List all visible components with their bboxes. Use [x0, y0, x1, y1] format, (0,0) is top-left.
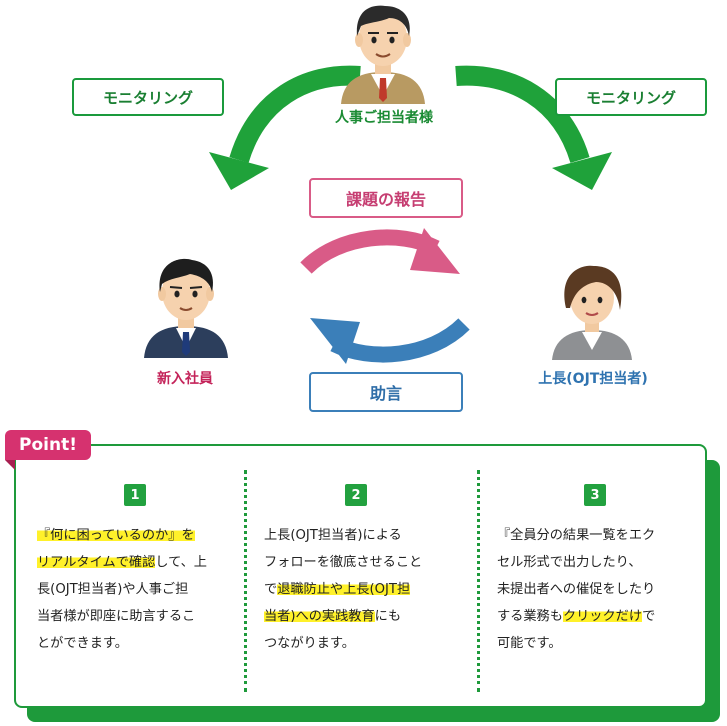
point-badge-tail [5, 460, 15, 470]
point-1-segment-3-2: 当者様が即座に助言するこ [37, 609, 196, 624]
advice-arrow [310, 318, 470, 364]
hr-manager-label: 人事ご担当者様 [335, 110, 433, 126]
point-1-segment-3-0: して、上 [155, 555, 207, 570]
point-text-1: 『何に困っているのか』をリアルタイムで確認して、上長(OJT担当者)や人事ご担当… [37, 522, 237, 657]
point-2-segment-3-0: 当者)への実践教育 [264, 609, 375, 624]
point-text-2: 上長(OJT担当者)によるフォローを徹底させることで退職防止や上長(OJT担当者… [264, 522, 464, 657]
point-2-segment-0-0: 上長(OJT担当者)による [264, 528, 402, 543]
monitoring-arrow-left [209, 65, 361, 190]
monitoring-label-right: モニタリング [555, 78, 707, 116]
point-text-3: 『全員分の結果一覧をエクセル形式で出力したり、未提出者への催促をしたりする業務も… [497, 522, 697, 657]
point-1-segment-0-0: 『何に困っているのか』を [37, 528, 195, 543]
point-number-3: 3 [584, 484, 606, 506]
new-employee-label: 新入社員 [157, 371, 213, 387]
point-3-segment-1-0: クリックだけ [562, 609, 643, 624]
point-2-segment-1-0: 退職防止や上長(OJT担 [277, 582, 411, 597]
point-3-segment-2-1: 可能です。 [497, 636, 562, 651]
supervisor-label: 上長(OJT担当者) [538, 371, 648, 387]
point-3-segment-0-0: 『全員分の結果一覧をエク [497, 528, 656, 543]
point-3-segment-0-3: する業務も [497, 609, 563, 624]
report-label: 課題の報告 [309, 178, 463, 218]
point-1-segment-3-1: 長(OJT担当者)や人事ご担 [37, 582, 189, 597]
column-divider-2 [477, 470, 480, 692]
point-3-segment-0-2: 未提出者への催促をしたり [497, 582, 656, 597]
point-number-2: 2 [345, 484, 367, 506]
point-number-1: 1 [124, 484, 146, 506]
point-1-segment-3-3: とができます。 [37, 636, 128, 651]
advice-label: 助言 [309, 372, 463, 412]
column-divider-1 [244, 470, 247, 692]
point-2-segment-4-0: にも [374, 609, 402, 624]
monitoring-label-left: モニタリング [72, 78, 224, 116]
new-employee-avatar [144, 258, 228, 358]
point-2-segment-4-1: つながります。 [264, 636, 355, 651]
point-3-segment-0-1: セル形式で出力したり、 [497, 555, 642, 570]
supervisor-avatar [552, 265, 632, 360]
point-2-segment-0-2: で [264, 582, 278, 597]
monitoring-arrow-right [455, 65, 612, 190]
point-2-segment-0-1: フォローを徹底させること [264, 555, 423, 570]
hr-manager-avatar [341, 5, 425, 104]
point-badge: Point! [5, 430, 91, 460]
report-arrow [300, 228, 460, 274]
point-1-segment-2-0: リアルタイムで確認 [37, 555, 156, 570]
point-3-segment-2-0: で [642, 609, 656, 624]
